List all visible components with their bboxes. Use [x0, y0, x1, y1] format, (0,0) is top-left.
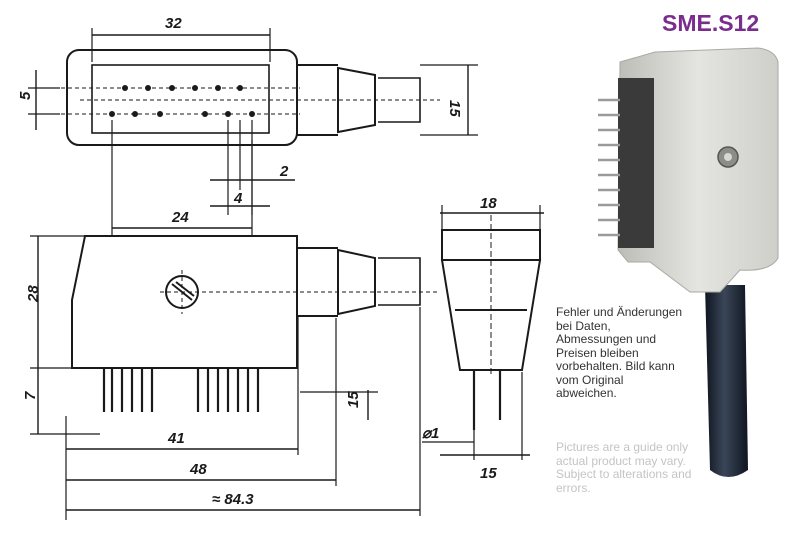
dim-48: 48 [189, 461, 207, 478]
pin-carrier [618, 78, 654, 248]
end-view [422, 205, 544, 460]
pins-photo [598, 98, 620, 237]
top-view-centerlines [40, 87, 440, 115]
dim-4: 4 [233, 190, 243, 207]
top-view-body [66, 49, 298, 146]
side-view-cable [378, 257, 421, 306]
product-photo [598, 47, 779, 477]
side-view-body [71, 235, 298, 369]
dim-7: 7 [22, 391, 39, 400]
dim-15-pin: 15 [345, 391, 362, 408]
top-view-cable-strain [337, 66, 376, 134]
top-view [28, 28, 478, 235]
side-view-pins [102, 368, 260, 412]
disclaimer-english: Pictures are a guide only actual product… [556, 440, 692, 495]
dim-pin-dia: ⌀1 [422, 425, 439, 442]
dim-24: 24 [171, 209, 189, 226]
dim-15-end: 15 [480, 465, 497, 482]
disclaimer-german: Fehler und Änderungen bei Daten, Abmessu… [556, 305, 683, 400]
cable [705, 285, 748, 477]
top-view-inner [91, 64, 270, 134]
side-view-cable-strain [337, 248, 376, 316]
side-view [30, 235, 440, 520]
dim-15-top: 15 [446, 100, 463, 117]
dim-32: 32 [165, 15, 182, 32]
dim-18: 18 [480, 195, 497, 212]
end-view-body [440, 259, 542, 371]
dim-2: 2 [279, 163, 289, 180]
dim-84-3: ≈ 84.3 [212, 491, 254, 508]
housing [617, 47, 779, 293]
dim-28: 28 [25, 285, 42, 303]
side-view-centerlines [160, 270, 440, 314]
dim-5: 5 [17, 91, 34, 100]
top-view-pins [109, 85, 255, 117]
dim-41: 41 [167, 430, 185, 447]
product-code-title: SME.S12 [662, 10, 760, 36]
